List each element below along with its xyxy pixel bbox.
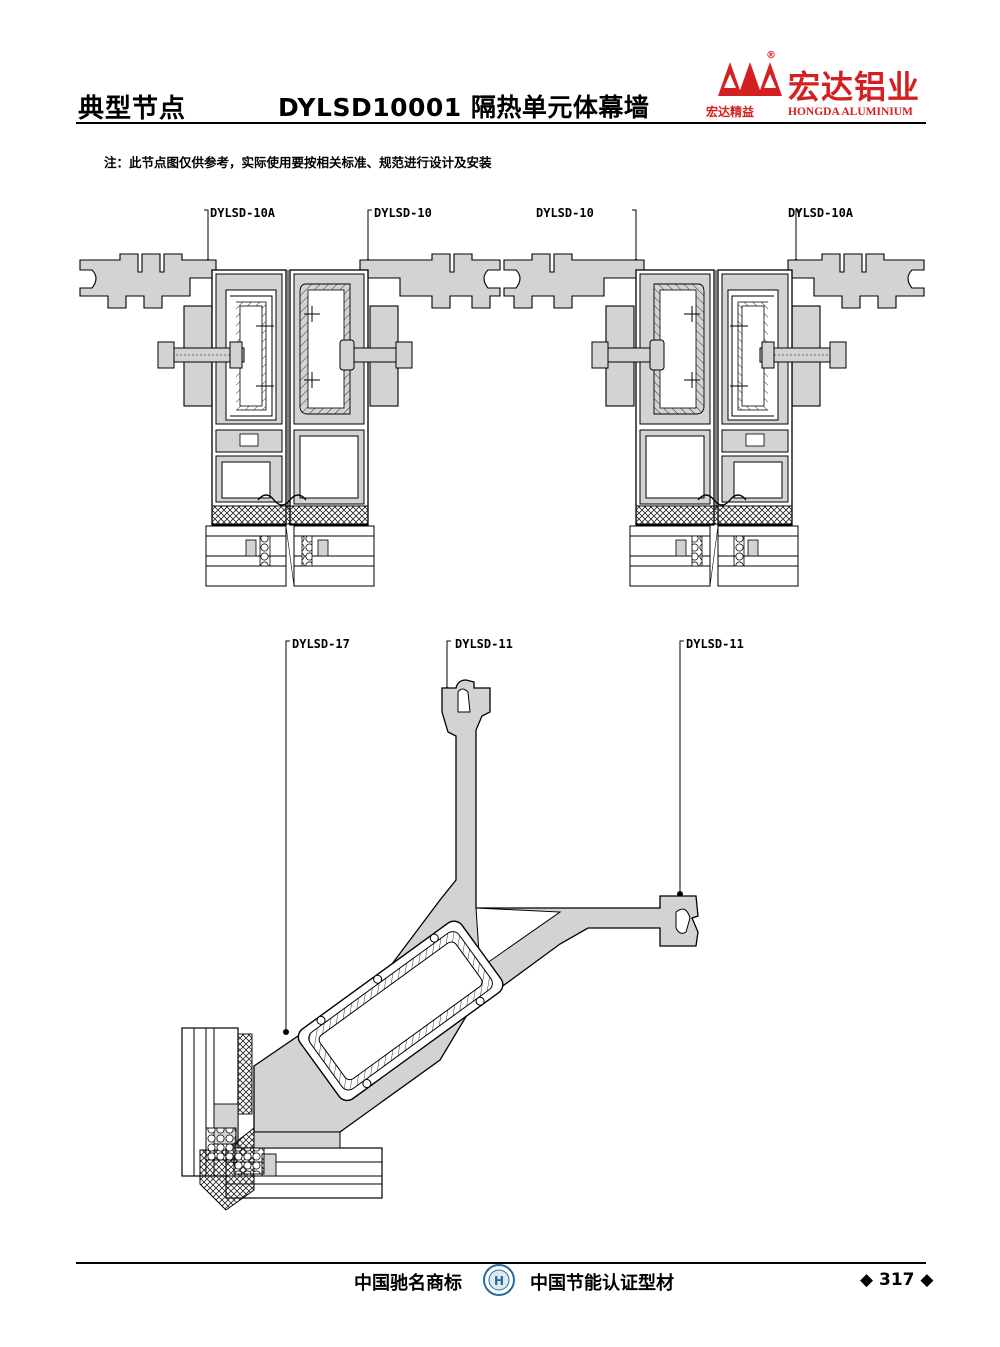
registered-mark: ® [766, 50, 776, 61]
svg-text:H: H [494, 1274, 504, 1288]
label-corner-c: DYLSD-11 [686, 637, 744, 651]
page-number: ◆ 317 ◆ [860, 1270, 934, 1290]
corner-detail [181, 640, 699, 1211]
footer-right-text: 中国节能认证型材 [530, 1273, 674, 1294]
footer-left-text: 中国驰名商标 [354, 1273, 462, 1294]
usage-note: 注：此节点图仅供参考，实际使用要按相关标准、规范进行设计及安装 [104, 155, 492, 170]
label-corner-a: DYLSD-17 [292, 637, 350, 651]
label-corner-b: DYLSD-11 [455, 637, 513, 651]
brand-logo-icon [718, 62, 782, 96]
brand-name-cn: 宏达铝业 [788, 68, 921, 106]
footer-rule [76, 1262, 926, 1264]
section-title: 典型节点 [78, 94, 187, 124]
certification-emblem-icon: H [483, 1264, 515, 1296]
label-right-b: DYLSD-10A [788, 206, 854, 220]
header-rule [76, 122, 926, 124]
label-right-a: DYLSD-10 [536, 206, 594, 220]
label-left-b: DYLSD-10 [374, 206, 432, 220]
label-left-a: DYLSD-10A [210, 206, 276, 220]
brand-tagline-cn: 宏达精益 [706, 105, 755, 119]
drawing-code: DYLSD10001 隔热单元体幕墙 [278, 93, 650, 122]
brand-name-en: HONGDA ALUMINIUM [788, 106, 913, 118]
